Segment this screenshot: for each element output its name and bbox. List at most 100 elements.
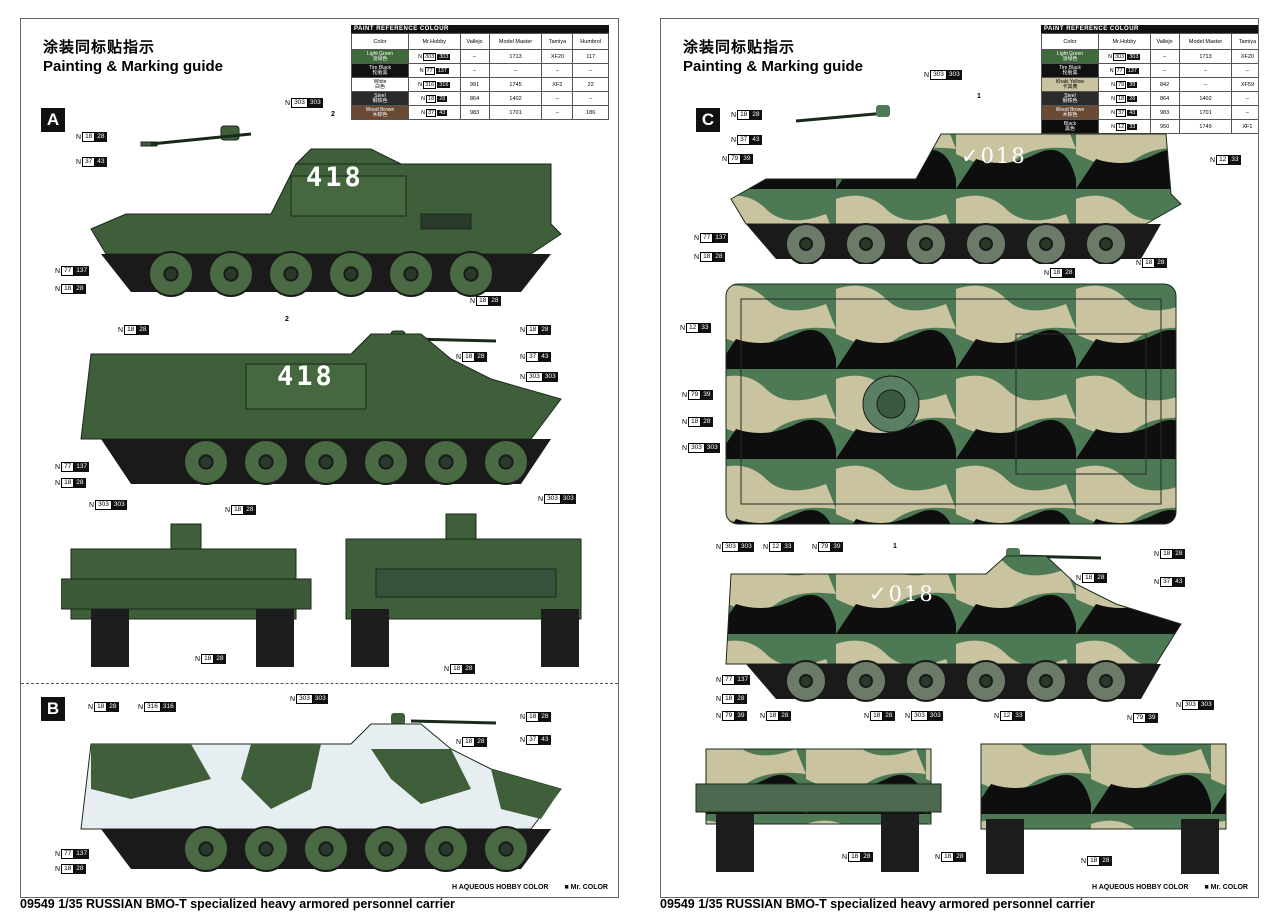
wheel-hub	[1039, 237, 1053, 251]
paint-code-vallejo: 950	[1149, 119, 1180, 134]
paint-code-humbrol: 117	[572, 49, 609, 64]
wheel-hub	[979, 674, 993, 688]
paint-code-mm: –	[488, 63, 543, 78]
table-header-cell: Humbrol	[572, 33, 609, 50]
table-header-cell: Vallejo	[459, 33, 490, 50]
table-header-cell: Mr.Hobby	[408, 33, 461, 50]
paint-code-tamiya: –	[1231, 105, 1258, 120]
paint-code-mm: –	[1178, 77, 1233, 92]
hull-number-side-a: 418	[306, 162, 364, 193]
wheel-hub	[979, 237, 993, 251]
wheel-hub	[919, 237, 933, 251]
wheel-hub	[498, 841, 514, 857]
paint-code-tamiya: –	[541, 91, 574, 106]
footer-aqueous-legend: H AQUEOUS HOBBY COLOR	[452, 884, 549, 891]
paint-code-tamiya: XF20	[1231, 49, 1258, 64]
wheel-hub	[258, 454, 274, 470]
paint-code-mm: 1713	[488, 49, 543, 64]
wheel-hub	[463, 266, 479, 282]
table-header-cell: Mr.Hobby	[1098, 33, 1151, 50]
paint-table-caption: PAINT REFERENCE COLOUR	[351, 25, 609, 33]
vehicle-c-side-right	[725, 548, 1182, 702]
wheel-hub	[1039, 674, 1053, 688]
wheel-hub	[318, 454, 334, 470]
wheel-hub	[859, 674, 873, 688]
header-title-en-right: Painting & Marking guide	[683, 58, 864, 75]
hull-number-side-c: ✓018	[961, 144, 1027, 168]
paint-code-mm: 1713	[1178, 49, 1233, 64]
vehicle-b-side	[80, 713, 562, 872]
paint-table-caption-c: PAINT REFERENCE COLOUR	[1041, 25, 1258, 33]
wheel-hub	[283, 266, 299, 282]
paint-code-vallejo: 842	[1149, 77, 1180, 92]
footer-aqueous-legend-right: H AQUEOUS HOBBY COLOR	[1092, 884, 1189, 891]
hull-number-side-c2: ✓018	[869, 582, 935, 606]
footer-mrcolor-legend: ■ Mr. COLOR	[564, 884, 608, 891]
wheel-hub	[378, 454, 394, 470]
product-caption-right: 09549 1/35 RUSSIAN BMO-T specialized hea…	[660, 897, 1095, 911]
table-row: Black黑色N12339501749XF133	[1041, 119, 1258, 134]
header-title-cn-right: 涂装同标贴指示	[683, 38, 796, 56]
instruction-sheet-left: 涂装同标贴指示 Painting & Marking guide PAINT R…	[20, 18, 619, 898]
wheel-hub	[859, 237, 873, 251]
wheel-hub	[1099, 237, 1113, 251]
paint-code-vallejo: 991	[459, 77, 490, 92]
paint-code-mm: 1745	[488, 77, 543, 92]
vehicle-c-side-left	[730, 105, 1182, 264]
header-title-en: Painting & Marking guide	[43, 58, 224, 75]
paint-code-vallejo: –	[1149, 63, 1180, 78]
paint-code-humbrol: 22	[572, 77, 609, 92]
pointer-number-2: 2	[331, 111, 335, 118]
wheel-hub	[498, 454, 514, 470]
wheel-hub	[198, 454, 214, 470]
table-header-cell: Tamiya	[1231, 33, 1258, 50]
wheel-hub	[799, 237, 813, 251]
wheel-hub	[1099, 674, 1113, 688]
scheme-c-badge: C	[696, 108, 720, 132]
paint-code-tamiya: –	[1231, 63, 1258, 78]
wheel-hub	[343, 266, 359, 282]
vehicle-c-front	[695, 748, 942, 872]
scheme-b-badge: B	[41, 697, 65, 721]
